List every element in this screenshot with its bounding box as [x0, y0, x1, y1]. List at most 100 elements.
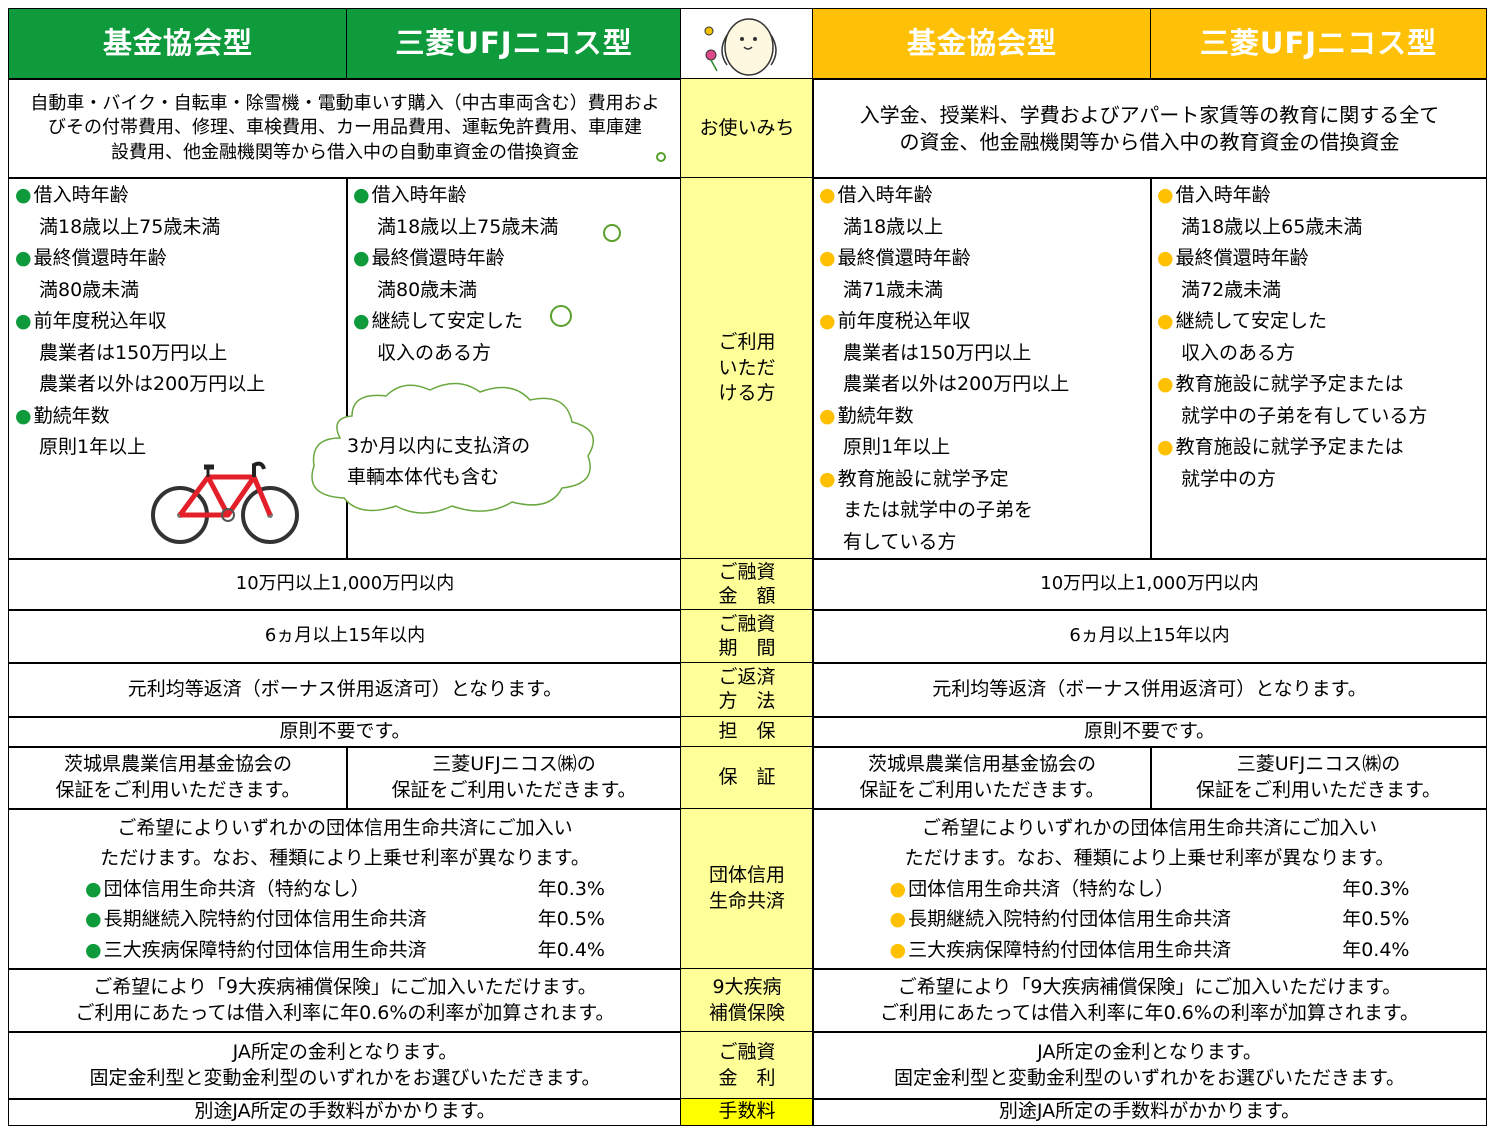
- usage-left: 自動車・バイク・自転車・除雪機・電動車いす購入（中古車両含む）費用およ びその付…: [8, 78, 682, 179]
- insurance-option-name: 長期継続入院特約付団体信用生命共済: [890, 904, 1231, 935]
- amount-right: 10万円以上1,000万円以内: [812, 558, 1487, 611]
- speech-cloud: [311, 382, 594, 514]
- collateral-text: 原則不要です。: [279, 720, 411, 743]
- eligibility-detail: 農業者は150万円以上: [39, 341, 228, 364]
- period-left: 6ヵ月以上15年以内: [8, 609, 682, 664]
- collateral-label: 担 保: [680, 716, 814, 748]
- nine-line: ご利用にあたっては借入利率に年0.6%の利率が加算されます。: [879, 1001, 1420, 1024]
- repay-text: 元利均等返済（ボーナス併用返済可）となります。: [127, 678, 563, 701]
- row-label: 保 証: [718, 766, 776, 789]
- eligibility-heading: 教育施設に就学予定または: [1157, 369, 1404, 401]
- repay-label: ご返済 方 法: [680, 662, 814, 718]
- insurance-left: ご希望によりいずれかの団体信用生命共済にご加入いただけます。なお、種類により上乗…: [8, 808, 682, 970]
- eligibility-detail: 就学中の方: [1181, 467, 1277, 490]
- rate-right: JA所定の金利となります。 固定金利型と変動金利型のいずれかをお選びいただきます…: [812, 1031, 1487, 1100]
- eligibility-detail: 原則1年以上: [39, 436, 147, 458]
- header-kikin-left: 基金協会型: [8, 8, 348, 80]
- usage-line: 自動車・バイク・自転車・除雪機・電動車いす購入（中古車両含む）費用およ: [30, 93, 660, 115]
- eligibility-kikin-left: 借入時年齢満18歳以上75歳未満最終償還時年齢満80歳未満前年度税込年収農業者は…: [8, 177, 348, 560]
- eligibility-heading: 勤続年数: [15, 401, 110, 433]
- guarantee-line: 保証をご利用いただきます。: [391, 779, 637, 801]
- rate-label: ご融資 金 利: [680, 1031, 814, 1100]
- eligibility-heading: 前年度税込年収: [15, 306, 167, 338]
- row-label: ご融資: [718, 1040, 776, 1063]
- insurance-intro-line: ご希望によりいずれかの団体信用生命共済にご加入い: [921, 816, 1378, 839]
- dog-mascot-icon: [704, 18, 777, 76]
- period-label: ご融資 期 間: [680, 609, 814, 664]
- rate-line: 固定金利型と変動金利型のいずれかをお選びいただきます。: [89, 1066, 601, 1089]
- collateral-left: 原則不要です。: [8, 716, 682, 748]
- nine-line: ご希望により「9大疾病補償保険」にご加入いただけます。: [93, 975, 597, 998]
- insurance-option-name: 長期継続入院特約付団体信用生命共済: [85, 904, 427, 935]
- row-label: 期 間: [718, 636, 776, 659]
- amount-label: ご融資 金 額: [680, 558, 814, 611]
- eligibility-heading: 最終償還時年齢: [15, 243, 167, 275]
- eligibility-detail: 満18歳以上75歳未満: [377, 215, 559, 238]
- guarantee-kikin-right: 茨城県農業信用基金協会の 保証をご利用いただきます。: [812, 746, 1152, 810]
- header-label: 三菱UFJニコス型: [1199, 26, 1438, 61]
- row-label: ご返済: [718, 666, 776, 689]
- eligibility-heading: 借入時年齢: [15, 180, 129, 212]
- usage-line: 入学金、授業料、学費およびアパート家賃等の教育に関する全て: [859, 102, 1440, 127]
- eligibility-heading: 借入時年齢: [819, 180, 933, 212]
- guarantee-line: 保証をご利用いただきます。: [1195, 779, 1442, 801]
- eligibility-detail: 満80歳未満: [377, 278, 478, 301]
- bubble-ring-medium: [603, 224, 621, 242]
- cloud-line: 車輌本体代も含む: [347, 466, 500, 488]
- insurance-option-rate: 年0.5%: [537, 908, 605, 931]
- repay-left: 元利均等返済（ボーナス併用返済可）となります。: [8, 662, 682, 718]
- usage-line: 設費用、他金融機関等から借入中の自動車資金の借換資金: [111, 141, 579, 163]
- header-kikin-right: 基金協会型: [812, 8, 1152, 80]
- insurance-intro-line: ただけます。なお、種類により上乗せ利率が異なります。: [100, 847, 590, 870]
- eligibility-heading: 教育施設に就学予定または: [1157, 432, 1404, 464]
- insurance-option: 長期継続入院特約付団体信用生命共済 年0.5%: [85, 904, 605, 935]
- eligibility-detail: 満71歳未満: [843, 278, 944, 301]
- fee-right: 別途JA所定の手数料がかかります。: [812, 1098, 1487, 1126]
- rate-line: JA所定の金利となります。: [1037, 1040, 1262, 1063]
- amount-text: 10万円以上1,000万円以内: [235, 573, 455, 595]
- bubble-ring-small: [656, 152, 666, 162]
- guarantee-label: 保 証: [680, 746, 814, 810]
- insurance-option-name: 団体信用生命共済（特約なし）: [890, 874, 1174, 905]
- insurance-option-rate: 年0.3%: [537, 877, 605, 900]
- rate-line: 固定金利型と変動金利型のいずれかをお選びいただきます。: [893, 1066, 1406, 1089]
- row-label: 生命共済: [708, 890, 785, 912]
- eligibility-detail: 収入のある方: [377, 341, 492, 364]
- eligibility-detail: 満80歳未満: [39, 278, 140, 301]
- eligibility-heading: 借入時年齢: [1157, 180, 1271, 212]
- period-text: 6ヵ月以上15年以内: [264, 625, 426, 647]
- row-label: 金 額: [718, 584, 776, 607]
- amount-text: 10万円以上1,000万円以内: [1040, 573, 1259, 595]
- bicycle-icon: [151, 461, 299, 544]
- row-label: お使いみち: [699, 116, 795, 139]
- amount-left: 10万円以上1,000万円以内: [8, 558, 682, 611]
- repay-right: 元利均等返済（ボーナス併用返済可）となります。: [812, 662, 1487, 718]
- eligibility-detail: 就学中の子弟を有している方: [1181, 404, 1428, 427]
- fee-text: 別途JA所定の手数料がかかります。: [998, 1100, 1301, 1123]
- insurance-option-name: 団体信用生命共済（特約なし）: [85, 874, 370, 905]
- period-text: 6ヵ月以上15年以内: [1069, 625, 1230, 647]
- row-label: ご利用: [718, 331, 776, 354]
- eligibility-detail: または就学中の子弟を: [843, 499, 1034, 521]
- row-label: 方 法: [718, 690, 776, 712]
- period-right: 6ヵ月以上15年以内: [812, 609, 1487, 664]
- usage-line: の資金、他金融機関等から借入中の教育資金の借換資金: [899, 129, 1400, 154]
- guarantee-line: 三菱UFJニコス㈱の: [1236, 753, 1401, 776]
- row-label: ご融資: [718, 560, 776, 583]
- eligibility-detail: 満18歳以上65歳未満: [1181, 215, 1363, 238]
- insurance-option: 団体信用生命共済（特約なし） 年0.3%: [85, 874, 605, 905]
- row-label: 手数料: [718, 1100, 776, 1123]
- eligibility-detail: 満18歳以上75歳未満: [39, 215, 221, 238]
- guarantee-nicos-right: 三菱UFJニコス㈱の 保証をご利用いただきます。: [1150, 746, 1487, 810]
- cloud-line: 3か月以内に支払済の: [347, 435, 531, 457]
- insurance-option-rate: 年0.4%: [537, 938, 605, 961]
- eligibility-heading: 最終償還時年齢: [353, 243, 505, 275]
- guarantee-line: 保証をご利用いただきます。: [55, 779, 301, 801]
- eligibility-nicos-right: 借入時年齢満18歳以上65歳未満最終償還時年齢満72歳未満継続して安定した収入の…: [1150, 177, 1487, 560]
- header-label: 基金協会型: [906, 26, 1057, 61]
- insurance-label: 団体信用 生命共済: [680, 808, 814, 970]
- usage-right: 入学金、授業料、学費およびアパート家賃等の教育に関する全て の資金、他金融機関等…: [812, 78, 1487, 179]
- eligibility-detail: 満72歳未満: [1181, 278, 1282, 301]
